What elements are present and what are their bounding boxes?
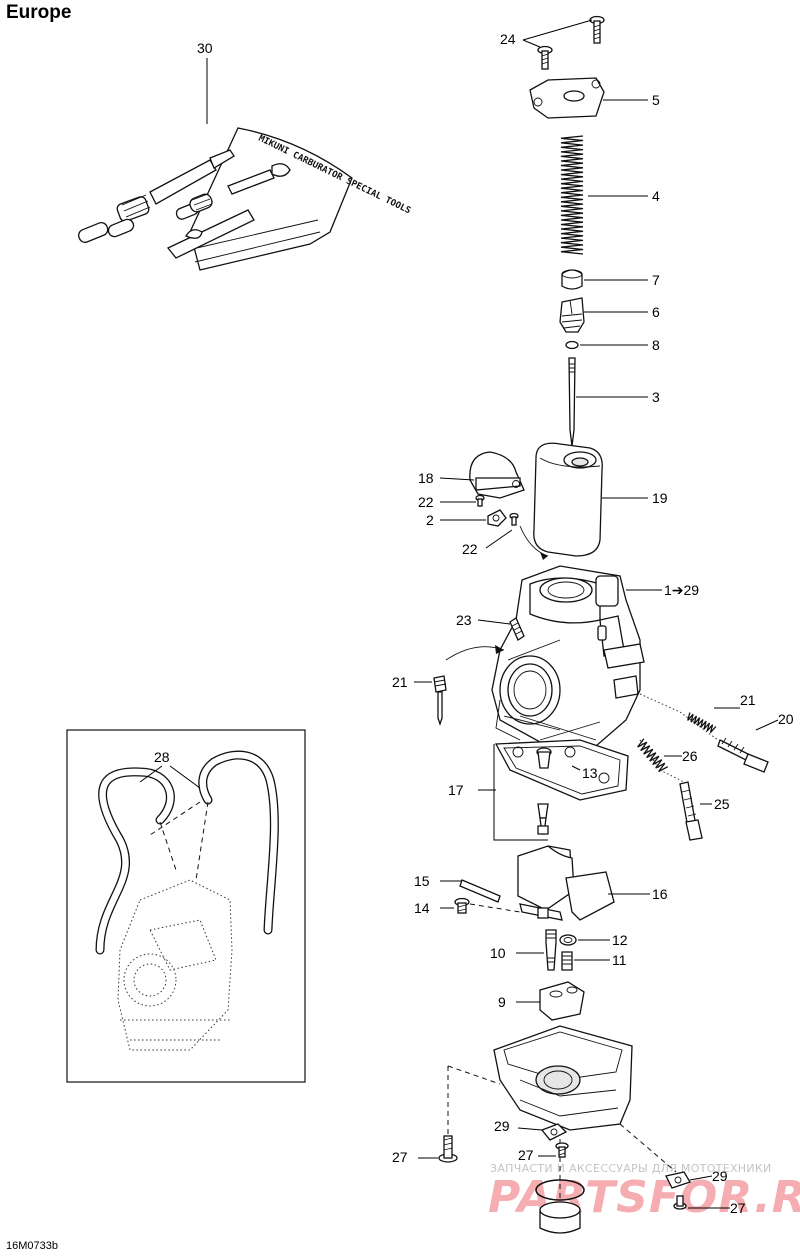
callout-13: 13 — [582, 765, 598, 781]
throttle-lever-18 — [469, 451, 525, 499]
callout-23: 23 — [456, 612, 472, 628]
callout-8: 8 — [652, 337, 660, 353]
float-valve-plate-group — [494, 739, 629, 801]
callout-5: 5 — [652, 92, 660, 108]
callout-9: 9 — [498, 994, 506, 1010]
idle-screw-20 — [717, 737, 769, 773]
vent-fitting-23 — [509, 617, 525, 641]
callout-29-lower: 29 — [712, 1168, 728, 1184]
callout-27-middle: 27 — [518, 1147, 534, 1163]
washer-12 — [559, 934, 577, 946]
callout-10: 10 — [490, 945, 506, 961]
callout-4: 4 — [652, 188, 660, 204]
callout-24: 24 — [500, 31, 516, 47]
callout-30: 30 — [197, 40, 213, 56]
drain-plug — [535, 1179, 585, 1234]
callout-18: 18 — [418, 470, 434, 486]
breather-hose-inset — [66, 729, 306, 1083]
callout-27-lower-right: 27 — [730, 1200, 746, 1216]
callout-21-right: 21 — [740, 692, 756, 708]
lock-plate-2 — [487, 509, 507, 527]
region-title: Europe — [6, 2, 72, 23]
screw-27-left — [438, 1135, 458, 1163]
float-16 — [517, 845, 615, 921]
screw-24-left — [537, 45, 553, 70]
callout-22-upper: 22 — [418, 494, 434, 510]
pilot-screw-25 — [679, 781, 703, 841]
idle-spring-21-right — [687, 712, 717, 734]
callout-27-left: 27 — [392, 1149, 408, 1165]
carburetor-body — [491, 565, 645, 747]
top-cover-5 — [529, 77, 605, 119]
pilot-jet-11 — [561, 951, 573, 971]
screw-27-lower-right — [673, 1195, 687, 1210]
callout-14: 14 — [414, 900, 430, 916]
callout-7: 7 — [652, 272, 660, 288]
callout-28: 28 — [154, 749, 170, 765]
baffle-9 — [539, 981, 585, 1021]
plate-29-lower — [665, 1171, 691, 1189]
callout-1-29: 1➔29 — [664, 582, 699, 598]
needle-holder-6 — [559, 297, 585, 333]
plate-29-upper — [540, 1123, 568, 1141]
screw-22-upper — [475, 494, 485, 507]
callout-6: 6 — [652, 304, 660, 320]
callout-20: 20 — [778, 711, 794, 727]
drawing-code: 16M0733b — [6, 1240, 58, 1252]
screw-24-right — [589, 15, 605, 44]
callout-12: 12 — [612, 932, 628, 948]
callout-21-left: 21 — [392, 674, 408, 690]
needle-jet-10 — [545, 929, 557, 971]
callout-15: 15 — [414, 873, 430, 889]
screw-22-lower — [509, 512, 519, 526]
callout-11: 11 — [612, 952, 627, 968]
air-screw-21-left — [433, 645, 505, 727]
callout-17: 17 — [448, 782, 464, 798]
callout-26: 26 — [682, 748, 698, 764]
callout-19: 19 — [652, 490, 668, 506]
needle-valve — [537, 803, 549, 835]
spring-seat-7 — [561, 269, 583, 290]
spring-4 — [560, 135, 584, 255]
callout-25: 25 — [714, 796, 730, 812]
screw-14 — [454, 897, 470, 914]
screw-27-middle — [555, 1142, 569, 1158]
callout-3: 3 — [652, 389, 660, 405]
callout-16: 16 — [652, 886, 668, 902]
throttle-slide-19 — [533, 442, 603, 557]
float-pin-15 — [459, 879, 501, 903]
clip-8 — [565, 340, 579, 350]
float-bowl — [493, 1025, 633, 1131]
pilot-spring-26 — [637, 738, 669, 773]
callout-22-lower: 22 — [462, 541, 478, 557]
jet-needle-3 — [568, 357, 576, 447]
callout-29-upper: 29 — [494, 1118, 510, 1134]
watermark-tagline: ЗАПЧАСТИ И АКСЕССУАРЫ ДЛЯ МОТОТЕХНИКИ — [490, 1162, 772, 1175]
callout-2: 2 — [426, 512, 434, 528]
tool-kit-illustration: MIKUNI CARBURATOR SPECIAL TOOLS — [78, 127, 412, 271]
